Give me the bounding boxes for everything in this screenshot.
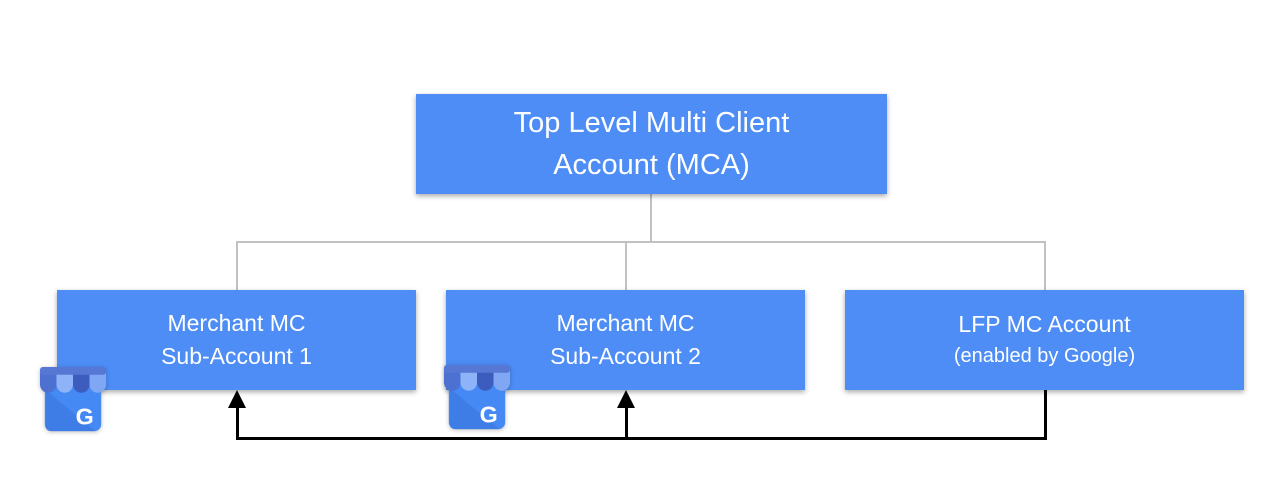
node-label-line: (enabled by Google) xyxy=(953,345,1136,367)
connector-root-stem xyxy=(650,194,652,241)
google-business-storefront-icon: G xyxy=(443,365,511,430)
node-label-line: Sub-Account 1 xyxy=(161,343,312,369)
node-label-line: Merchant MC xyxy=(556,310,695,336)
node-label-line: Top Level Multi Client xyxy=(513,107,790,139)
arrow-lfp-downline xyxy=(1044,390,1047,440)
connector-drop-sub1 xyxy=(236,241,238,290)
connector-crossbar xyxy=(236,241,1046,243)
node-merchant-sub-account-1: Merchant MC Sub-Account 1 xyxy=(57,290,416,390)
arrowhead-to-sub1-icon xyxy=(228,390,246,408)
node-label-line: LFP MC Account xyxy=(958,311,1131,337)
node-top-level-mca: Top Level Multi Client Account (MCA) xyxy=(416,94,887,194)
connector-drop-lfp xyxy=(1044,241,1046,290)
connector-drop-sub2 xyxy=(625,241,627,290)
arrow-shaft-to-sub2 xyxy=(625,406,628,440)
arrow-shaft-to-sub1 xyxy=(236,406,239,440)
node-label-line: Sub-Account 2 xyxy=(550,343,701,369)
node-lfp-mc-account: LFP MC Account (enabled by Google) xyxy=(845,290,1244,390)
google-business-storefront-icon: G xyxy=(39,367,107,432)
arrowhead-to-sub2-icon xyxy=(617,390,635,408)
google-g-letter: G xyxy=(480,401,498,427)
node-label-line: Merchant MC xyxy=(167,310,306,336)
arrow-bottom-bar xyxy=(236,437,1047,440)
node-label-line: Account (MCA) xyxy=(553,149,750,181)
google-g-letter: G xyxy=(76,403,94,429)
